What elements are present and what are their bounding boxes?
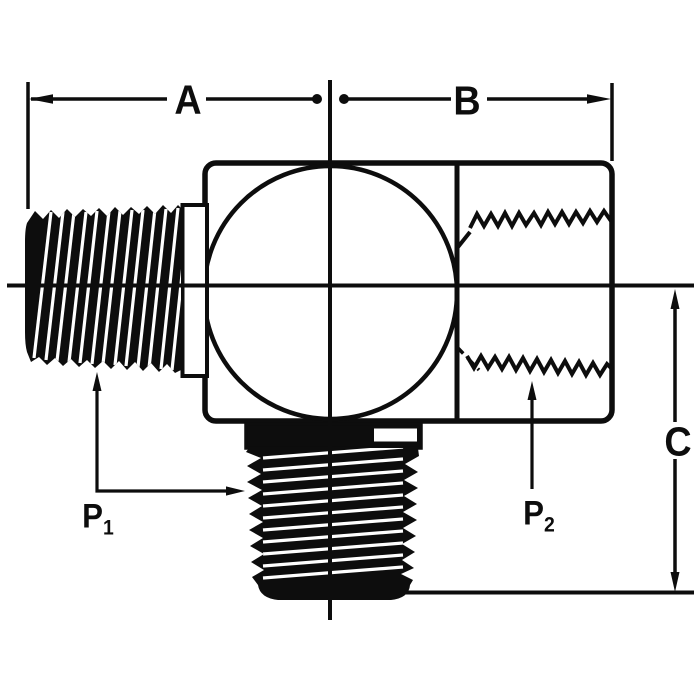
dim-c-arrow-down (670, 572, 680, 592)
dim-b-label: B (453, 77, 481, 124)
body-outline (202, 160, 615, 424)
port2-label-base: P (523, 494, 545, 533)
bottom-collar-highlight (374, 428, 417, 442)
p1-arrow-up (92, 372, 102, 391)
centerlines (7, 80, 694, 620)
port2-leader (527, 381, 537, 489)
port1-label-base: P (82, 497, 104, 536)
left-male-thread (25, 203, 209, 378)
dimension-c (403, 289, 694, 595)
dim-b-arrow-right (587, 94, 611, 104)
port1-label: P1 (82, 499, 114, 538)
dim-a-arrow-left (29, 94, 53, 104)
fitting-body (201, 160, 615, 424)
dim-c-arrow-up (670, 289, 680, 309)
port1-label-subscript: 1 (103, 516, 114, 540)
bottom-thread-flanks (262, 448, 404, 580)
internal-thread-zigzag-upper (468, 207, 613, 231)
dim-c-label: C (664, 418, 692, 465)
female-port-threads (455, 207, 614, 380)
chamfer-tick-upper (456, 230, 472, 249)
chamfer-tick-lower (455, 345, 481, 372)
p1-leader-line (95, 389, 231, 493)
bottom-male-thread (244, 422, 423, 600)
internal-thread-zigzag-lower (465, 352, 614, 380)
dim-a-terminator-dot (312, 94, 322, 104)
port2-label-subscript: 2 (544, 513, 555, 537)
left-thread-collar (180, 203, 209, 378)
p1-arrow-right (226, 486, 245, 496)
port2-label: P2 (523, 496, 555, 535)
dim-a-label: A (174, 76, 202, 123)
port1-leader (92, 372, 245, 496)
p2-arrow-up (527, 381, 537, 400)
dimension-a-b (26, 82, 614, 209)
